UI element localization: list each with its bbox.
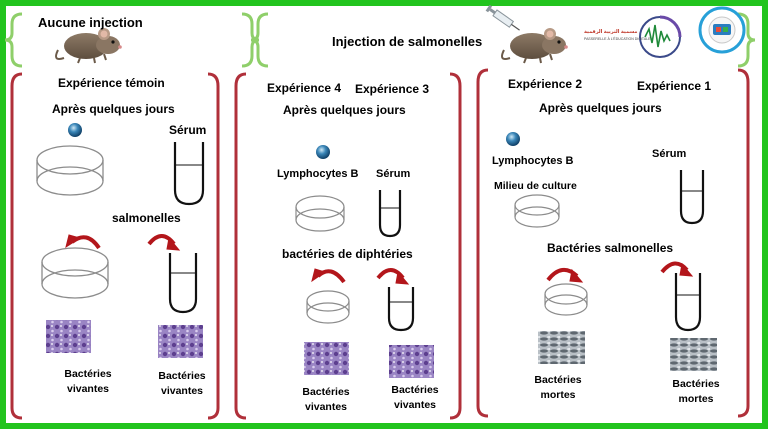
curved-arrow-icon bbox=[660, 261, 694, 277]
experience-control-label: Expérience témoin bbox=[58, 76, 165, 90]
syringe-icon bbox=[485, 4, 520, 31]
culture-medium-label: Milieu de culture bbox=[494, 180, 577, 192]
test-tube-icon bbox=[378, 190, 402, 238]
header-center-title: Injection de salmonelles bbox=[332, 34, 483, 49]
logo-emblem-icon bbox=[639, 15, 682, 58]
curved-arrow-icon bbox=[546, 268, 584, 283]
column-bracket-control bbox=[10, 72, 220, 420]
experience-4-label: Expérience 4 bbox=[267, 81, 342, 95]
serum-label: Sérum bbox=[169, 123, 207, 137]
result-label: Bactéries vivantes bbox=[391, 384, 439, 411]
column-bracket-middle bbox=[234, 72, 462, 420]
petri-dish-icon bbox=[514, 194, 560, 228]
header-left-title: Aucune injection bbox=[38, 15, 143, 30]
live-bacteria-image bbox=[158, 325, 203, 358]
experience-3-label: Expérience 3 bbox=[355, 82, 430, 96]
test-tube-icon bbox=[387, 287, 415, 332]
petri-dish-icon bbox=[36, 145, 104, 196]
cell-icon bbox=[68, 123, 82, 137]
experience-2-label: Expérience 2 bbox=[508, 77, 583, 91]
cell-icon bbox=[316, 145, 330, 159]
header-bracket-right bbox=[250, 12, 756, 68]
curved-arrow-icon bbox=[147, 234, 181, 251]
diagram-panel bbox=[6, 6, 762, 423]
bacteria-name-label: Bactéries salmonelles bbox=[547, 241, 674, 255]
lymphocytes-label: Lymphocytes B bbox=[492, 155, 574, 167]
svt-badge-icon bbox=[698, 6, 746, 54]
curved-arrow-icon bbox=[311, 268, 346, 284]
test-tube-icon bbox=[173, 142, 205, 206]
result-label: Bactéries vivantes bbox=[302, 386, 350, 413]
after-days-label: Après quelques jours bbox=[52, 102, 175, 116]
serum-label: Sérum bbox=[376, 168, 411, 180]
live-bacteria-image bbox=[46, 320, 91, 353]
logo-text-sub: PASSERELLE À L'ÉDUCATION DIGITALE bbox=[584, 37, 651, 41]
mouse-icon bbox=[55, 28, 122, 64]
header-bracket-left bbox=[4, 12, 260, 68]
petri-dish-icon bbox=[544, 283, 588, 316]
experience-1-label: Expérience 1 bbox=[637, 79, 712, 93]
live-bacteria-image bbox=[389, 345, 434, 378]
curved-arrow-icon bbox=[376, 268, 410, 285]
live-bacteria-image bbox=[304, 342, 349, 375]
logo-text-arabic: مسمية التربية الرقمية bbox=[584, 29, 638, 35]
petri-dish-icon bbox=[41, 247, 109, 299]
petri-dish-icon bbox=[295, 195, 345, 232]
mouse-icon bbox=[501, 28, 568, 64]
test-tube-icon bbox=[679, 170, 705, 225]
cell-icon bbox=[506, 132, 520, 146]
petri-dish-icon bbox=[306, 290, 350, 324]
result-label: Bactéries mortes bbox=[534, 374, 582, 401]
serum-label: Sérum bbox=[652, 148, 687, 160]
bacteria-name-label: bactéries de diphtéries bbox=[282, 247, 413, 261]
column-bracket-right bbox=[476, 68, 750, 418]
after-days-label: Après quelques jours bbox=[283, 103, 406, 117]
dead-bacteria-image bbox=[670, 338, 717, 371]
curved-arrow-icon bbox=[65, 234, 101, 250]
result-label: Bactéries mortes bbox=[672, 378, 720, 405]
result-label: Bactéries vivantes bbox=[158, 370, 206, 397]
result-label: Bactéries vivantes bbox=[64, 368, 112, 395]
lymphocytes-label: Lymphocytes B bbox=[277, 168, 359, 180]
test-tube-icon bbox=[168, 253, 198, 314]
test-tube-icon bbox=[674, 273, 702, 332]
bacteria-name-label: salmonelles bbox=[112, 211, 181, 225]
dead-bacteria-image bbox=[538, 331, 585, 364]
after-days-label: Après quelques jours bbox=[539, 101, 662, 115]
